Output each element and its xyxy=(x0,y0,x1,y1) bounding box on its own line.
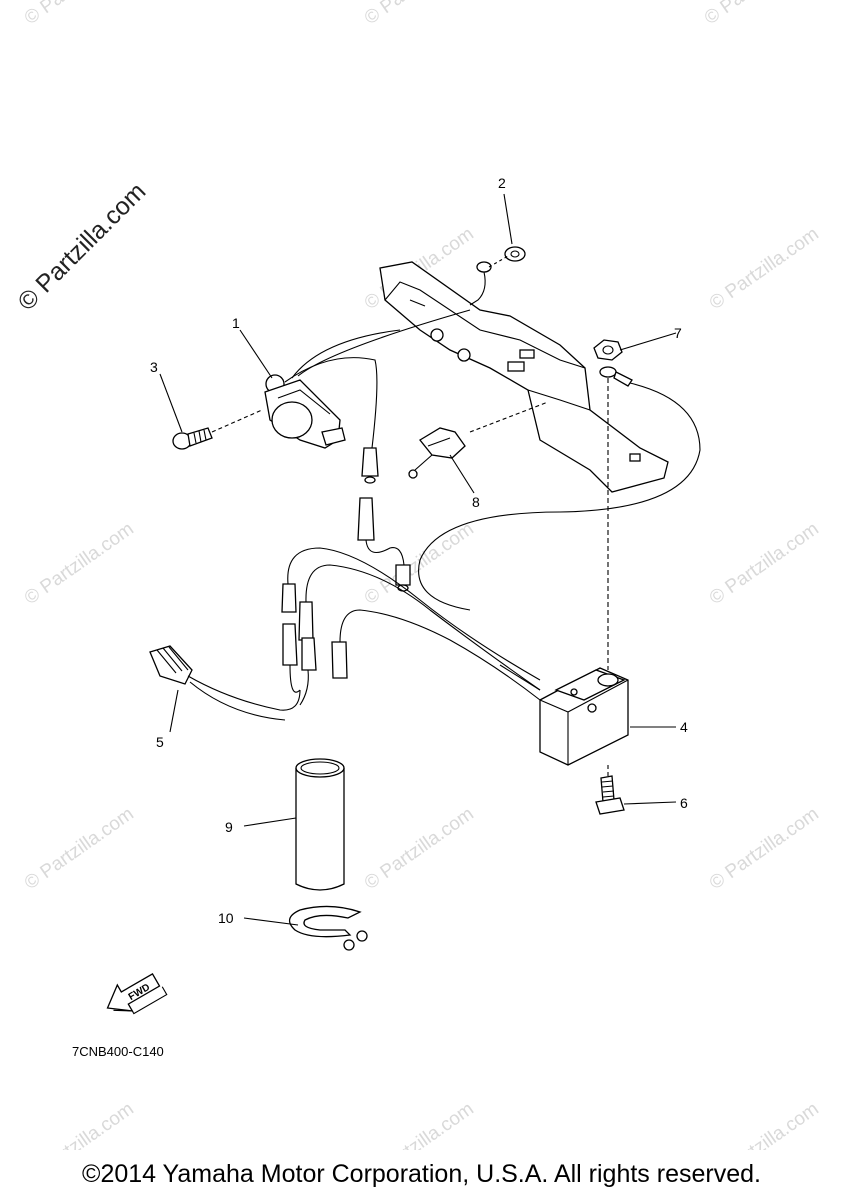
partzilla-logo-watermark: © Partzilla.com xyxy=(12,177,151,316)
watermark-tile: © Partzilla.com xyxy=(706,518,823,609)
mounting-bracket xyxy=(379,261,669,493)
watermark-tile: © Partzilla.com xyxy=(706,803,823,894)
part-5-connector xyxy=(149,645,301,733)
diagram-code: 7CNB400-C140 xyxy=(72,1044,164,1059)
callout-2: 2 xyxy=(498,175,506,191)
part-1-switch xyxy=(264,309,471,484)
part-3-screw xyxy=(172,409,263,450)
fwd-arrow-icon: FWD xyxy=(106,973,168,1015)
callout-3: 3 xyxy=(150,359,158,375)
parts-diagram: © Partzilla.com © Partzilla.com © Partzi… xyxy=(12,0,823,1150)
copyright-notice: ©2014 Yamaha Motor Corporation, U.S.A. A… xyxy=(82,1160,761,1188)
callout-8: 8 xyxy=(472,494,480,510)
part-8-clamp xyxy=(408,401,549,479)
part-9-tube xyxy=(295,758,345,891)
part-6-bolt xyxy=(595,765,625,815)
watermark-tile: © Partzilla.com xyxy=(361,803,478,894)
callout-4: 4 xyxy=(680,719,688,735)
callout-labels: 1 2 3 4 5 6 7 8 9 10 xyxy=(150,175,688,926)
callout-10: 10 xyxy=(218,910,234,926)
callout-5: 5 xyxy=(156,734,164,750)
harness-connectors xyxy=(281,497,541,706)
watermark-tile: © Partzilla.com xyxy=(21,803,138,894)
watermark-tile: © Partzilla.com xyxy=(361,0,478,29)
watermark-tile: © Partzilla.com xyxy=(701,0,818,29)
part-2-washer xyxy=(469,246,526,306)
watermark-tile: © Partzilla.com xyxy=(21,0,138,29)
watermark-tile: © Partzilla.com xyxy=(706,223,823,314)
part-10-clip xyxy=(288,905,368,951)
part-7-nut xyxy=(418,339,701,670)
callout-1: 1 xyxy=(232,315,240,331)
callout-7: 7 xyxy=(674,325,682,341)
watermark-tile: © Partzilla.com xyxy=(21,1098,138,1150)
watermark-tile: © Partzilla.com xyxy=(361,1098,478,1150)
leader-lines xyxy=(159,193,677,926)
callout-9: 9 xyxy=(225,819,233,835)
part-4-cdi-unit xyxy=(539,667,676,766)
fwd-label: FWD xyxy=(127,982,152,1003)
watermark-tiles: © Partzilla.com © Partzilla.com © Partzi… xyxy=(21,0,823,1150)
watermark-tile: © Partzilla.com xyxy=(21,518,138,609)
callout-6: 6 xyxy=(680,795,688,811)
watermark-tile: © Partzilla.com xyxy=(706,1098,823,1150)
